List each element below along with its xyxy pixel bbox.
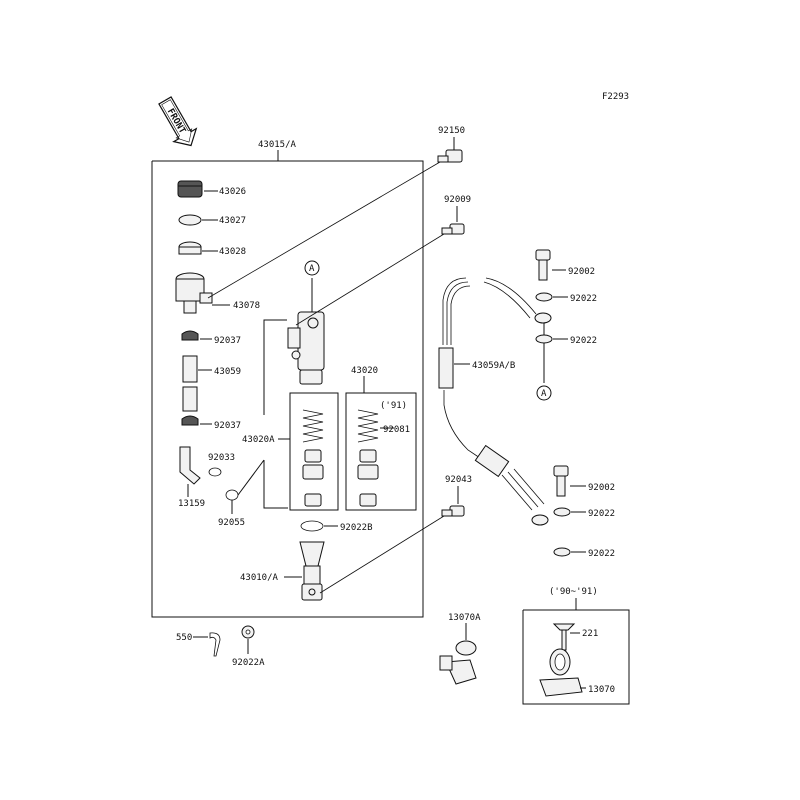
hose-holder	[439, 640, 477, 685]
figure-id: F2293	[602, 92, 629, 102]
label-kit-assy: 43020A	[242, 435, 275, 445]
washer-top-1	[535, 292, 553, 302]
label-kit: 43020	[351, 366, 378, 376]
o-ring-b	[225, 489, 239, 501]
label-diaphragm: 43028	[219, 247, 246, 257]
kit-box-right	[345, 392, 417, 511]
hose-clamp-top	[181, 330, 199, 341]
kit-box-left	[289, 392, 339, 511]
label-clamp-top: 92037	[214, 336, 241, 346]
diaphragm-plate	[178, 214, 202, 226]
label-pin: 92043	[445, 475, 472, 485]
label-circlip: 92022B	[340, 523, 373, 533]
label-oring-a: 92033	[208, 453, 235, 463]
label-reservoir: 43078	[233, 301, 260, 311]
front-arrow-icon: FRONT	[158, 96, 198, 147]
master-cylinder	[287, 311, 325, 385]
label-assy-main: 43015/A	[258, 140, 297, 150]
label-bolt-top: 92150	[438, 126, 465, 136]
label-pushrod-assy: 43010/A	[240, 573, 279, 583]
label-washer-bottom-2: 92022	[588, 549, 615, 559]
label-washer-top-2: 92022	[570, 336, 597, 346]
label-hose: 43059	[214, 367, 241, 377]
washer-bottom-1	[553, 507, 571, 517]
reservoir-hose-upper	[182, 355, 198, 383]
label-washer-bottom: 92022A	[232, 658, 265, 668]
banjo-bolt-bottom	[553, 465, 569, 497]
brake-hose	[438, 277, 552, 526]
label-holder: 13070A	[448, 613, 481, 623]
label-guide: 13070	[588, 685, 615, 695]
hose-guide	[539, 648, 583, 697]
assembly-bracket	[151, 160, 424, 618]
label-brake-hose: 43059A/B	[472, 361, 515, 371]
hose-clamp-bottom	[181, 415, 199, 426]
label-elbow: 13159	[178, 499, 205, 509]
push-rod-assembly	[299, 541, 325, 601]
reservoir	[175, 272, 213, 314]
pin	[441, 505, 465, 517]
label-clamp-bottom: 92037	[214, 421, 241, 431]
bolt-mid	[441, 223, 465, 235]
ref-marker-a-right-text: A	[541, 389, 547, 399]
label-diaphragm-plate: 43027	[219, 216, 246, 226]
label-cap: 43026	[219, 187, 246, 197]
label-oring-b: 92055	[218, 518, 245, 528]
washer-bottom-2	[553, 547, 571, 557]
label-kit-year: ('91)	[380, 401, 407, 411]
banjo-bolt-top	[535, 249, 551, 281]
bolt-top	[437, 149, 463, 163]
cotter-pin	[209, 632, 221, 657]
label-banjo-top: 92002	[568, 267, 595, 277]
label-washer-bottom-1: 92022	[588, 509, 615, 519]
reservoir-hose-lower	[182, 386, 198, 412]
elbow-fitting	[179, 446, 201, 485]
ref-marker-a-top	[304, 260, 320, 276]
ref-marker-a-right	[536, 385, 552, 401]
spring-right	[357, 409, 379, 443]
label-bolt-mid: 92009	[444, 195, 471, 205]
label-spring: 92081	[383, 425, 410, 435]
label-guide-years: ('90~'91)	[549, 587, 598, 597]
label-cotter-pin: 550	[176, 633, 192, 643]
label-washer-top-1: 92022	[570, 294, 597, 304]
label-screw: 221	[582, 629, 598, 639]
circlip	[300, 520, 324, 532]
diaphragm	[178, 241, 202, 255]
screw	[552, 623, 576, 651]
washer-top-2	[535, 334, 553, 344]
o-ring-a	[208, 467, 222, 477]
spring-left	[302, 409, 324, 443]
reservoir-cap	[177, 180, 203, 198]
label-banjo-bottom: 92002	[588, 483, 615, 493]
ref-marker-a-top-text: A	[309, 264, 315, 274]
